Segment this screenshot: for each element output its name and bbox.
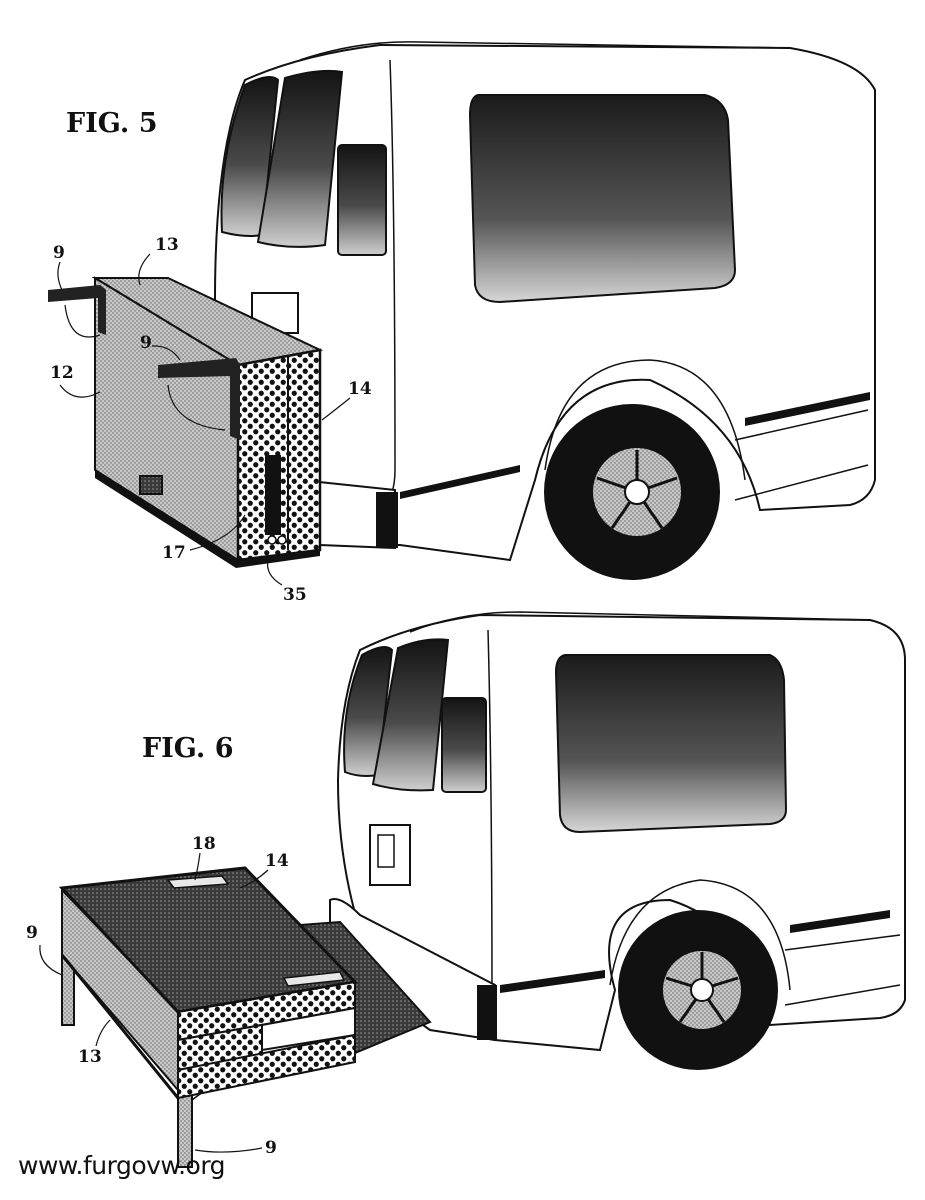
van-fig5 [213,41,876,580]
rocker-line [734,464,869,501]
ref-17: 17 [162,543,186,563]
ref-12: 12 [50,363,74,383]
carrier-front-lower [177,1033,356,1100]
roof-line [409,611,871,633]
rear-wheel-hub [624,479,650,505]
tail-light [441,697,487,793]
van-fig6 [329,611,906,1070]
handle-18-front [282,971,346,987]
rear-wheel-spokes [596,450,678,529]
leader-14 [321,397,351,421]
side-window [468,94,737,304]
hitch-receiver [139,475,163,495]
rear-window-right [371,638,450,792]
ref-9-left: 9 [26,923,38,943]
bumper-corner [477,985,497,1040]
leader-35 [266,559,283,586]
ref-14: 14 [348,379,372,399]
rear-window-right [256,69,344,248]
carrier-base-rail [95,470,320,568]
leader-9-lower [151,345,181,361]
leader-14 [239,869,269,889]
side-stripe [745,392,870,426]
rear-wheel-hub [690,978,714,1002]
pivot-arc-lower [167,384,226,431]
ref-14: 14 [265,851,289,871]
watermark-text: www.furgovw.org [18,1151,226,1180]
ref-18: 18 [192,834,216,854]
leader-9-left [39,944,63,976]
ref-35: 35 [283,585,307,605]
leader-9-front [194,1147,263,1153]
figure-6: FIG. 6 [26,611,906,1168]
roof-line [299,41,791,61]
side-stripe [790,910,890,933]
caster-17b [277,535,287,545]
lower-stripe [400,465,520,499]
lower-stripe [500,970,605,993]
figure-5: FIG. 5 [48,41,876,605]
leader-13 [95,1019,111,1047]
caster-17a [267,535,277,545]
rear-wheel-spokes [665,952,739,1023]
ref-9-front: 9 [265,1138,277,1158]
bumper-corner [376,492,398,548]
carrier-bottom-edge [60,954,180,1099]
leader-9-upper [57,261,63,291]
license-plate-inner [377,834,395,868]
handle-18-rear [166,875,230,889]
fig6-reference-numerals: 18 14 9 13 9 [26,834,289,1158]
tail-light [337,144,387,256]
fig5-reference-numerals: 9 13 9 12 14 17 35 [50,235,372,605]
pivot-arc-upper [64,304,101,338]
rocker-line [784,984,901,1006]
figure-6-title: FIG. 6 [142,733,233,764]
figure-5-title: FIG. 5 [66,108,157,139]
cargo-carrier-deployed [58,866,359,1168]
leader-17 [189,514,246,551]
leader-13 [138,253,151,286]
cargo-carrier-upright [48,276,324,568]
ref-13: 13 [78,1047,102,1067]
rear-window-left [220,75,280,237]
ref-9-upper: 9 [53,243,65,263]
leader-12 [59,384,101,398]
carrier-handle-slot [265,455,281,535]
leader-18 [194,852,201,881]
side-body-line [784,934,901,951]
ref-9-lower: 9 [140,333,152,353]
side-body-line [734,409,869,441]
side-window [554,654,788,834]
support-arm-9-lower [158,358,240,440]
wheel-arch [609,879,791,991]
support-arm-9-upper [48,285,106,335]
ref-13: 13 [155,235,179,255]
wheel-arch [544,359,746,481]
